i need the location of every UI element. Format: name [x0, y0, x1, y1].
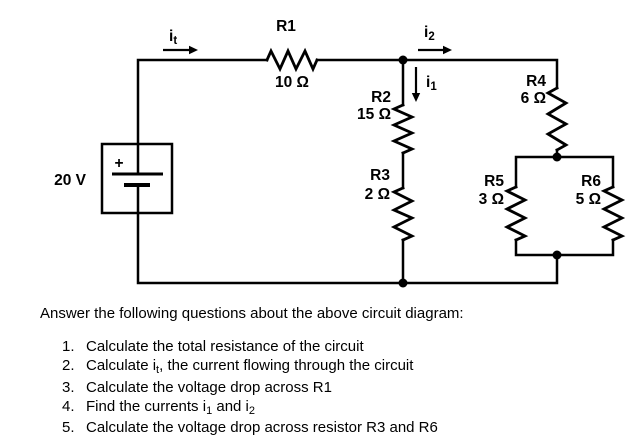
question-item-1: 1. Calculate the total resistance of the… [62, 337, 625, 356]
current-i2-label: i2 [424, 24, 435, 43]
question-number: 4. [62, 397, 75, 415]
question-number: 5. [62, 419, 75, 437]
resistor-r4-label: R4 [526, 73, 546, 90]
resistor-r5-symbol [503, 185, 529, 242]
resistor-r6-value: 5 Ω [576, 191, 601, 208]
junction-dot-r4-loop-top [552, 152, 562, 162]
question-number: 3. [62, 378, 75, 396]
resistor-r2-label: R2 [371, 89, 391, 106]
questions-intro: Answer the following questions about the… [40, 305, 464, 322]
question-number: 2. [62, 357, 75, 375]
junction-dot-bottom [398, 278, 408, 288]
resistor-r6-symbol [600, 185, 626, 242]
resistor-r1-label: R1 [276, 18, 296, 35]
question-item-5: 5. Calculate the voltage drop across res… [62, 418, 625, 437]
question-text: Calculate the total resistance of the ci… [86, 338, 364, 355]
current-it-label: it [169, 28, 177, 47]
resistor-r1-symbol [265, 47, 319, 73]
resistor-r3-symbol [390, 186, 416, 242]
questions-block: Answer the following questions about the… [40, 304, 625, 437]
question-number: 1. [62, 338, 75, 355]
resistor-r3-label: R3 [370, 167, 390, 184]
junction-dot-loop-bottom [552, 250, 562, 260]
junction-dot-top [398, 55, 408, 65]
resistor-r1-value: 10 Ω [275, 74, 309, 91]
question-item-2: 2. Calculate it, the current flowing thr… [62, 356, 625, 377]
question-text: Calculate the voltage drop across resist… [86, 419, 438, 437]
current-arrow-i2 [418, 45, 452, 55]
question-item-4: 4. Find the currents i1 and i2 [62, 397, 625, 418]
current-arrow-i1 [411, 67, 421, 102]
question-text: Calculate it, the current flowing throug… [86, 357, 414, 377]
circuit-wires [136, 58, 615, 285]
resistor-r4-value: 6 Ω [521, 90, 546, 107]
current-i1-label: i1 [426, 74, 437, 93]
circuit-diagram: + 20 V R1 10 Ω R2 15 Ω R3 2 Ω R4 6 Ω R5 … [54, 18, 626, 288]
resistor-r4-symbol [545, 86, 569, 152]
resistor-r2-symbol [390, 103, 416, 155]
question-text: Calculate the voltage drop across R1 [86, 378, 332, 396]
current-arrow-it [163, 45, 198, 55]
resistor-r3-value: 2 Ω [365, 186, 390, 203]
questions-list: 1. Calculate the total resistance of the… [62, 337, 625, 437]
battery-plus-icon: + [114, 155, 123, 172]
resistor-r2-value: 15 Ω [357, 106, 391, 123]
resistor-r6-label: R6 [581, 173, 601, 190]
resistor-r5-value: 3 Ω [479, 191, 504, 208]
battery-box [100, 142, 174, 215]
battery-symbol: + [100, 142, 174, 215]
question-text: Find the currents i1 and i2 [86, 397, 256, 417]
source-voltage-label: 20 V [54, 172, 87, 189]
question-item-3: 3. Calculate the voltage drop across R1 [62, 378, 625, 397]
resistor-r5-label: R5 [484, 173, 504, 190]
